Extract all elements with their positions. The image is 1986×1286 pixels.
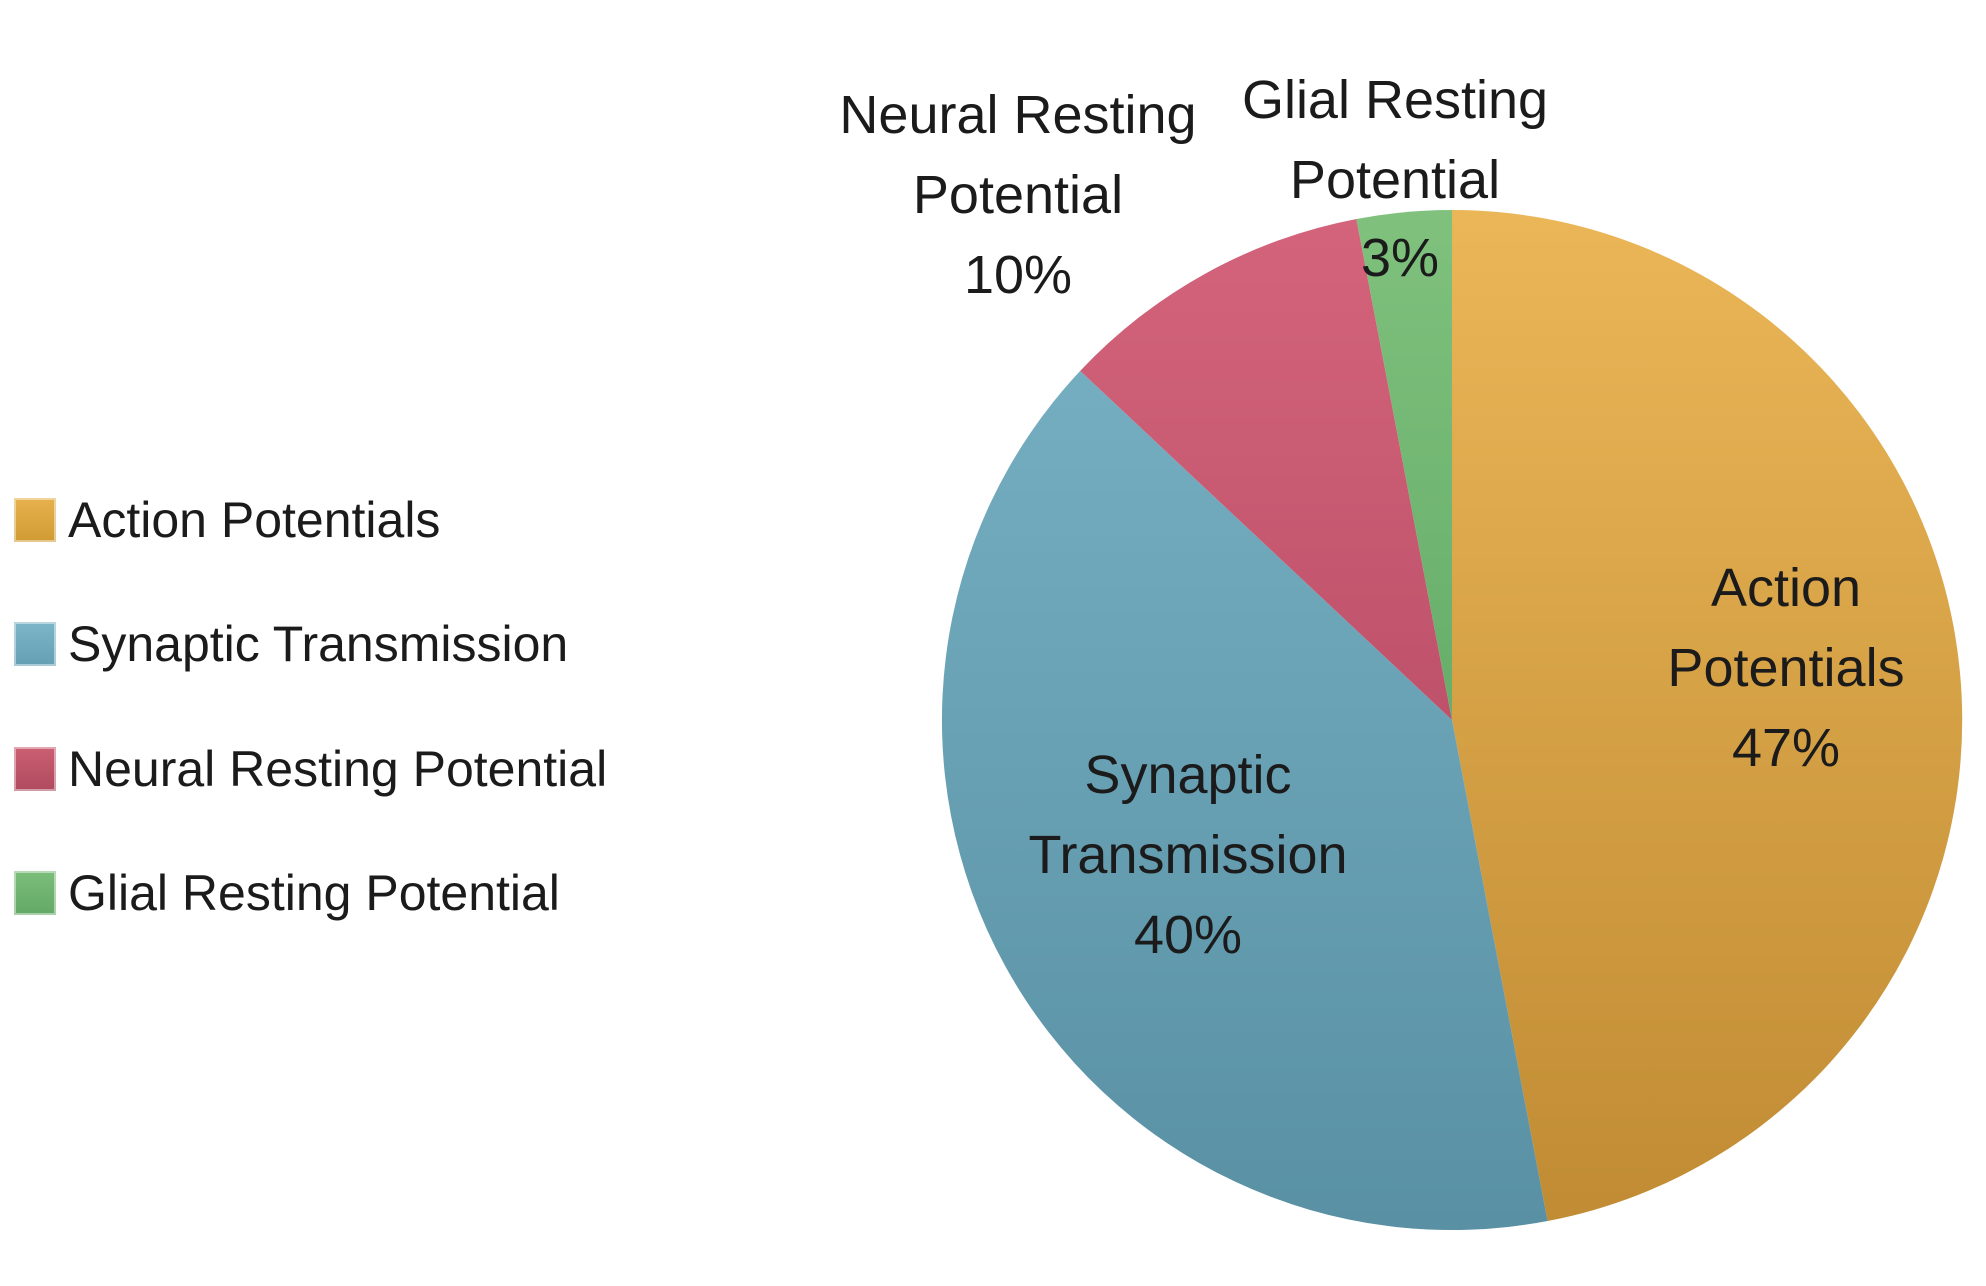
legend-label: Synaptic Transmission: [68, 616, 569, 672]
slice-label-glial-resting-potential: Glial Resting Potential: [1241, 70, 1549, 210]
legend-swatch-glial-resting-potential: [14, 871, 56, 915]
legend-item-glial-resting-potential: Glial Resting Potential: [14, 865, 560, 921]
slice-label-synaptic-transmission: Synaptic Transmission 40%: [1028, 745, 1348, 965]
pie-slice-glial-resting-potential: [1356, 209, 1452, 721]
legend-swatch-action-potentials: [14, 498, 56, 542]
slice-label-action-potentials: Action Potentials 47%: [1667, 558, 1905, 778]
legend-item-neural-resting-potential: Neural Resting Potential: [14, 741, 608, 797]
slice-label-neural-resting-potential: Neural Resting Potential 10%: [839, 85, 1197, 305]
legend-swatch-neural-resting-potential: [14, 747, 56, 791]
legend-label: Neural Resting Potential: [68, 741, 608, 797]
legend-label: Action Potentials: [68, 492, 441, 548]
slice-percentage-glial-resting-potential: 3%: [1360, 228, 1440, 288]
legend-label: Glial Resting Potential: [68, 865, 560, 921]
pie-slice-synaptic-transmission: [941, 370, 1548, 1231]
legend-item-synaptic-transmission: Synaptic Transmission: [14, 616, 569, 672]
pie-slice-action-potentials: [1452, 209, 1963, 1222]
legend-swatch-synaptic-transmission: [14, 622, 56, 666]
legend-item-action-potentials: Action Potentials: [14, 492, 441, 548]
pie-slice-neural-resting-potential: [1080, 219, 1452, 720]
